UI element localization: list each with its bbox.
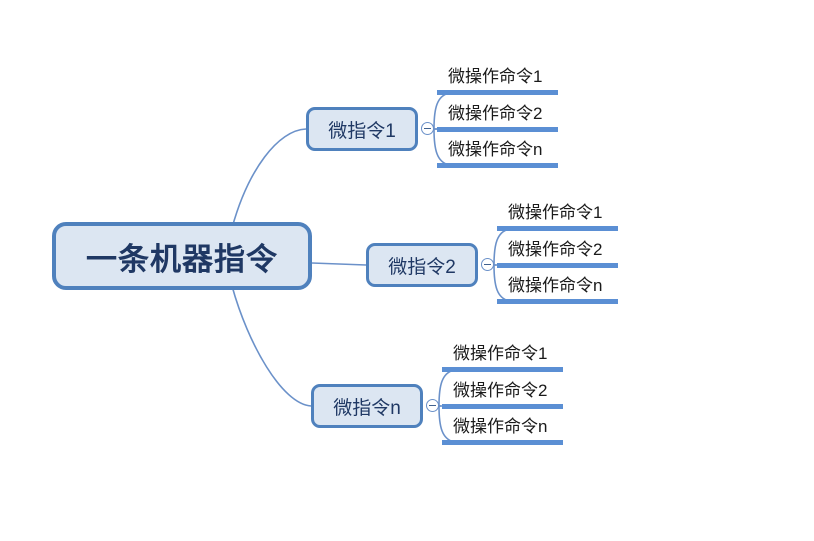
- leaf-bar: [437, 163, 558, 168]
- branch-node-label: 微指令2: [388, 256, 456, 278]
- leaf-bar: [442, 367, 563, 372]
- leaf-node[interactable]: 微操作命令n: [453, 417, 548, 436]
- leaf-node[interactable]: 微操作命令2: [508, 240, 603, 259]
- minus-circle-icon[interactable]: [421, 122, 434, 135]
- branch-node-2[interactable]: 微指令2: [366, 243, 478, 287]
- branch-node-label: 微指令n: [333, 397, 401, 419]
- connector-root-to-branch-2: [231, 285, 312, 407]
- leaf-bar: [497, 299, 618, 304]
- minus-circle-icon[interactable]: [426, 399, 439, 412]
- root-node[interactable]: 一条机器指令: [52, 222, 312, 290]
- leaf-node[interactable]: 微操作命令1: [508, 203, 603, 222]
- leaf-node[interactable]: 微操作命令n: [508, 276, 603, 295]
- branch-node-3[interactable]: 微指令n: [311, 384, 423, 428]
- branch-node-label: 微指令1: [328, 120, 396, 142]
- leaf-bar: [442, 440, 563, 445]
- root-node-label: 一条机器指令: [86, 241, 278, 277]
- minus-circle-icon[interactable]: [481, 258, 494, 271]
- connector-root-to-branch-0: [231, 128, 307, 229]
- leaf-bar: [497, 226, 618, 231]
- leaf-node[interactable]: 微操作命令n: [448, 140, 543, 159]
- leaf-bar: [437, 127, 558, 132]
- leaf-node[interactable]: 微操作命令1: [448, 67, 543, 86]
- leaf-node[interactable]: 微操作命令2: [453, 381, 548, 400]
- branch-node-1[interactable]: 微指令1: [306, 107, 418, 151]
- connector-root-to-branch-1: [311, 262, 367, 266]
- leaf-bar: [437, 90, 558, 95]
- leaf-bar: [442, 404, 563, 409]
- leaf-node[interactable]: 微操作命令1: [453, 344, 548, 363]
- leaf-node[interactable]: 微操作命令2: [448, 104, 543, 123]
- leaf-bar: [497, 263, 618, 268]
